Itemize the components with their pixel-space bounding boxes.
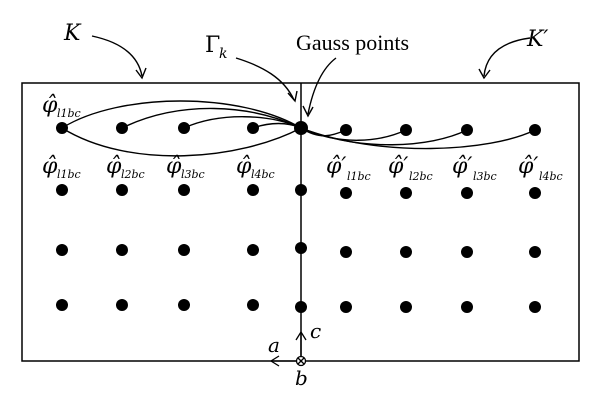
dot-r1-l3 — [178, 122, 190, 134]
phi-right-4: φ̂′ l4bc — [518, 154, 563, 183]
phi-top-symbol: φ̂ — [42, 93, 58, 118]
phi-right-1-sub: l1bc — [347, 170, 371, 183]
dot-r3-l1 — [56, 244, 68, 256]
phi-right-2: φ̂′ l2bc — [388, 154, 433, 183]
annotation-arrows — [91, 35, 531, 118]
b-axis-cross-2 — [297, 357, 305, 365]
phi-left-4-symbol: φ̂ — [236, 154, 252, 179]
phi-right-3-sub: l3bc — [473, 170, 497, 183]
phi-right-3-symbol: φ̂′ — [452, 154, 472, 179]
gamma-subscript: k — [219, 46, 227, 62]
label-K-prime: K′ — [526, 27, 548, 52]
label-phi-top: φ̂ l1bc — [42, 93, 81, 120]
label-axis-b: b — [295, 366, 308, 390]
dot-r4-r1 — [340, 301, 352, 313]
c-axis-arrow — [295, 330, 307, 341]
dot-r4-r2 — [400, 301, 412, 313]
phi-right-2-symbol: φ̂′ — [388, 154, 408, 179]
phi-right-1: φ̂′ l1bc — [326, 154, 371, 183]
dot-r2-l4 — [247, 184, 259, 196]
dot-r2-l3 — [178, 184, 190, 196]
dot-r4-l1 — [56, 299, 68, 311]
dot-r2-r2 — [400, 187, 412, 199]
phi-left-3-symbol: φ̂ — [166, 154, 182, 179]
dot-r3-r3 — [461, 246, 473, 258]
dot-r2-l2 — [116, 184, 128, 196]
dot-r1-r4 — [529, 124, 541, 136]
dot-r1-r3 — [461, 124, 473, 136]
phi-right-2-sub: l2bc — [409, 170, 433, 183]
dot-r4-r3 — [461, 301, 473, 313]
dot-r2-r1 — [340, 187, 352, 199]
phi-left-1: φ̂ l1bc — [42, 154, 81, 181]
dot-r4-l4 — [247, 299, 259, 311]
arrow-K — [91, 35, 143, 77]
dot-r1-r2 — [400, 124, 412, 136]
arrow-gauss — [307, 57, 337, 115]
dot-r3-r4 — [529, 246, 541, 258]
dot-r3-l2 — [116, 244, 128, 256]
phi-left-1-sub: l1bc — [57, 168, 81, 181]
dot-r3-center — [295, 242, 307, 254]
a-axis-arrow — [269, 355, 280, 367]
dot-r4-l3 — [178, 299, 190, 311]
arrow-gauss-head — [302, 105, 314, 118]
dot-r1-r1 — [340, 124, 352, 136]
left-phi-labels: φ̂ l1bc φ̂ l2bc φ̂ l3bc φ̂ l4bc — [42, 154, 275, 181]
dot-r2-l1 — [56, 184, 68, 196]
arrow-K-prime-head — [478, 68, 491, 80]
phi-right-1-symbol: φ̂′ — [326, 154, 346, 179]
label-K: K — [63, 21, 82, 46]
dot-r1-l4 — [247, 122, 259, 134]
label-gauss-points: Gauss points — [296, 30, 409, 55]
arrow-gamma-head — [287, 90, 298, 103]
dot-r1-center — [294, 121, 308, 135]
dot-r4-center — [295, 301, 307, 313]
dot-r4-r4 — [529, 301, 541, 313]
phi-left-2-sub: l2bc — [121, 168, 145, 181]
phi-top-sub: l1bc — [57, 107, 81, 120]
curve-1 — [61, 100, 302, 129]
dot-r3-r1 — [340, 246, 352, 258]
dot-r2-r3 — [461, 187, 473, 199]
dot-r2-r4 — [529, 187, 541, 199]
phi-left-4: φ̂ l4bc — [236, 154, 275, 181]
dot-r3-l3 — [178, 244, 190, 256]
dot-r3-l4 — [247, 244, 259, 256]
dot-r4-l2 — [116, 299, 128, 311]
phi-right-4-symbol: φ̂′ — [518, 154, 538, 179]
curve-8 — [300, 127, 536, 150]
dot-r2-center — [295, 184, 307, 196]
curve-3 — [183, 116, 302, 129]
phi-left-1-symbol: φ̂ — [42, 154, 58, 179]
right-phi-labels: φ̂′ l1bc φ̂′ l2bc φ̂′ l3bc φ̂′ l4bc — [326, 154, 563, 183]
arrow-gamma — [235, 57, 295, 101]
dot-r1-l1 — [56, 122, 68, 134]
phi-left-2: φ̂ l2bc — [106, 154, 145, 181]
dot-r1-l2 — [116, 122, 128, 134]
arrow-K-head — [135, 67, 147, 80]
phi-left-4-sub: l4bc — [251, 168, 275, 181]
connection-curves — [61, 100, 536, 157]
phi-left-3-sub: l3bc — [181, 168, 205, 181]
phi-right-4-sub: l4bc — [539, 170, 563, 183]
curve-1b — [61, 127, 302, 157]
arrow-K-prime — [483, 37, 531, 77]
coordinate-frame — [269, 330, 307, 367]
phi-left-3: φ̂ l3bc — [166, 154, 205, 181]
phi-right-3: φ̂′ l3bc — [452, 154, 497, 183]
dot-r3-r2 — [400, 246, 412, 258]
curve-2 — [121, 107, 302, 129]
gamma-symbol: Γ — [205, 33, 220, 58]
label-axis-a: a — [268, 333, 280, 357]
gauss-dots — [56, 121, 541, 313]
label-axis-c: c — [310, 319, 321, 343]
phi-left-2-symbol: φ̂ — [106, 154, 122, 179]
label-gamma-k: Γ k — [205, 33, 227, 62]
